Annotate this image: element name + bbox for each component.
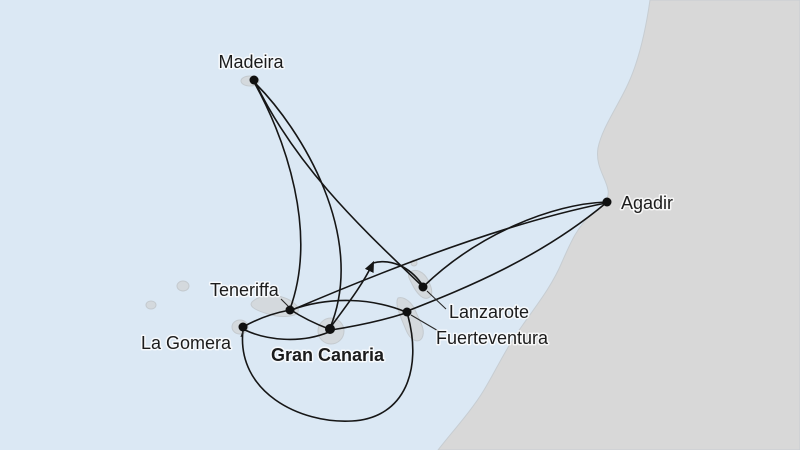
route-lines xyxy=(241,81,607,422)
port-dot-la-gomera xyxy=(238,322,248,332)
route-gran-canaria-la-gomera xyxy=(244,329,330,341)
route-teneriffa-fuerteventura xyxy=(290,299,407,313)
port-label-madeira: Madeira xyxy=(218,52,284,72)
la-palma-island xyxy=(176,280,190,292)
connector-fuerteventura xyxy=(410,314,441,333)
el-hierro-island xyxy=(145,300,157,310)
port-label-fuerteventura: Fuerteventura xyxy=(436,328,549,348)
connector-teneriffa xyxy=(280,298,289,307)
port-dot-gran-canaria xyxy=(325,324,335,334)
route-gran-canaria-fuerteventura xyxy=(330,312,407,331)
port-dot-madeira xyxy=(249,75,259,85)
route-madeira-lanzarote xyxy=(255,83,421,285)
route-southern-loop xyxy=(241,315,414,422)
route-teneriffa-agadir xyxy=(291,202,607,311)
port-dot-agadir xyxy=(602,197,612,207)
label-connectors xyxy=(240,290,447,338)
port-labels: Madeira Agadir Teneriffa La Gomera Gran … xyxy=(140,51,675,367)
route-arrow-to-lanzarote xyxy=(372,261,422,284)
route-teneriffa-madeira xyxy=(253,81,302,310)
route-gran-canaria-madeira xyxy=(255,83,342,329)
route-gran-canaria-north-with-arrow xyxy=(329,260,375,329)
port-dot-lanzarote xyxy=(418,282,428,292)
port-dot-fuerteventura xyxy=(402,307,412,317)
port-label-la-gomera: La Gomera xyxy=(141,333,232,353)
port-label-agadir: Agadir xyxy=(621,193,673,213)
port-dot-teneriffa xyxy=(285,305,295,315)
port-label-teneriffa: Teneriffa xyxy=(210,280,280,300)
route-lanzarote-agadir xyxy=(423,201,607,287)
connector-la-gomera xyxy=(240,330,244,338)
port-label-lanzarote: Lanzarote xyxy=(449,302,529,322)
connector-lanzarote xyxy=(426,290,447,310)
port-label-gran-canaria: Gran Canaria xyxy=(271,345,385,365)
fuerteventura-island xyxy=(396,297,424,342)
port-dots xyxy=(238,75,612,334)
route-agadir-fuerteventura xyxy=(409,202,607,311)
